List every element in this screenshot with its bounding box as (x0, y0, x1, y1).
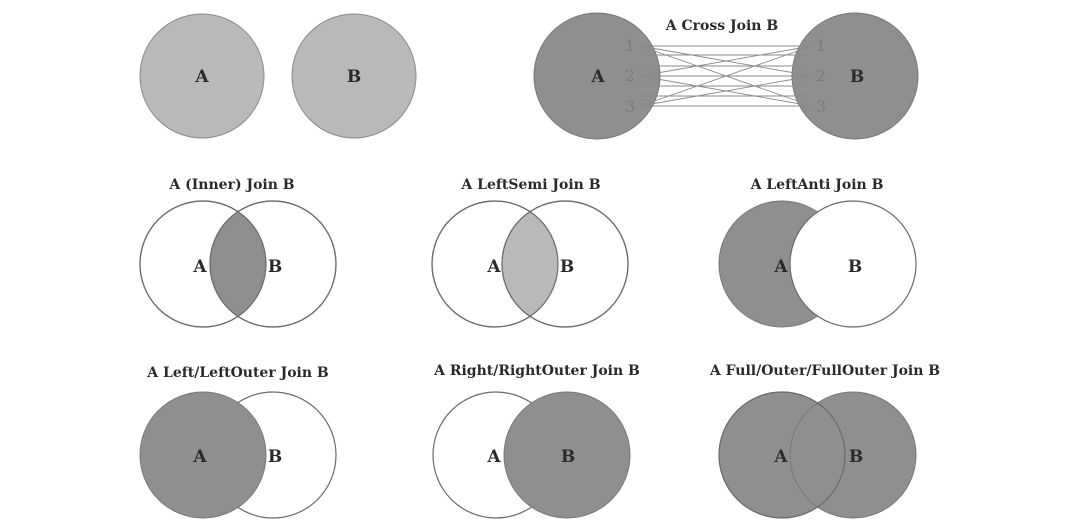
left-outer-join-caption: A Left/LeftOuter Join B (146, 365, 329, 381)
full-outer-b-label: B (849, 447, 863, 467)
right-outer-join-caption: A Right/RightOuter Join B (433, 363, 640, 379)
separate-sets-panel: A B (139, 13, 417, 139)
cross-join-panel: A Cross Join B A B 1 2 3 1 2 3 (533, 12, 919, 140)
cross-a-label: A (590, 67, 605, 87)
right-outer-a-label: A (486, 447, 501, 467)
semi-a-label: A (486, 257, 501, 277)
left-anti-join-caption: A LeftAnti Join B (750, 177, 884, 193)
cross-a-row-3: 3 (625, 97, 635, 116)
left-outer-b-label: B (268, 447, 282, 467)
full-outer-join-panel: A Full/Outer/FullOuter Join B A B (709, 363, 940, 519)
cross-join-caption: A Cross Join B (665, 18, 779, 34)
left-outer-a-label: A (192, 447, 207, 467)
anti-a-label: A (773, 257, 788, 277)
right-outer-b-label: B (561, 447, 575, 467)
inner-b-label: B (268, 257, 282, 277)
set-b-label: B (347, 67, 361, 87)
full-outer-set-b-circle (789, 391, 917, 519)
full-outer-join-caption: A Full/Outer/FullOuter Join B (709, 363, 940, 379)
cross-b-label: B (850, 67, 864, 87)
set-b-circle (291, 13, 417, 139)
cross-b-row-2: 2 (816, 66, 826, 85)
inner-a-label: A (192, 257, 207, 277)
set-a-circle (139, 13, 265, 139)
cross-join-connections (639, 45, 813, 107)
left-outer-join-panel: A Left/LeftOuter Join B A B (139, 365, 337, 519)
left-semi-join-panel: A LeftSemi Join B A B (431, 177, 629, 328)
right-outer-join-panel: A Right/RightOuter Join B A B (432, 363, 640, 519)
anti-b-label: B (848, 257, 862, 277)
cross-b-row-1: 1 (816, 36, 826, 55)
semi-intersection (502, 201, 558, 327)
full-outer-a-label: A (773, 447, 788, 467)
cross-a-row-2: 2 (625, 66, 635, 85)
inner-intersection (210, 201, 266, 327)
semi-b-label: B (560, 257, 574, 277)
left-outer-set-a-circle (139, 391, 267, 519)
left-anti-join-panel: A LeftAnti Join B A B (718, 177, 917, 328)
cross-a-row-1: 1 (625, 36, 635, 55)
inner-join-caption: A (Inner) Join B (168, 177, 294, 193)
cross-b-row-3: 3 (816, 97, 826, 116)
left-semi-join-caption: A LeftSemi Join B (460, 177, 600, 193)
set-a-label: A (194, 67, 209, 87)
anti-set-b-circle (789, 200, 917, 328)
right-outer-set-b-circle (503, 391, 631, 519)
inner-join-panel: A (Inner) Join B A B (139, 177, 337, 328)
